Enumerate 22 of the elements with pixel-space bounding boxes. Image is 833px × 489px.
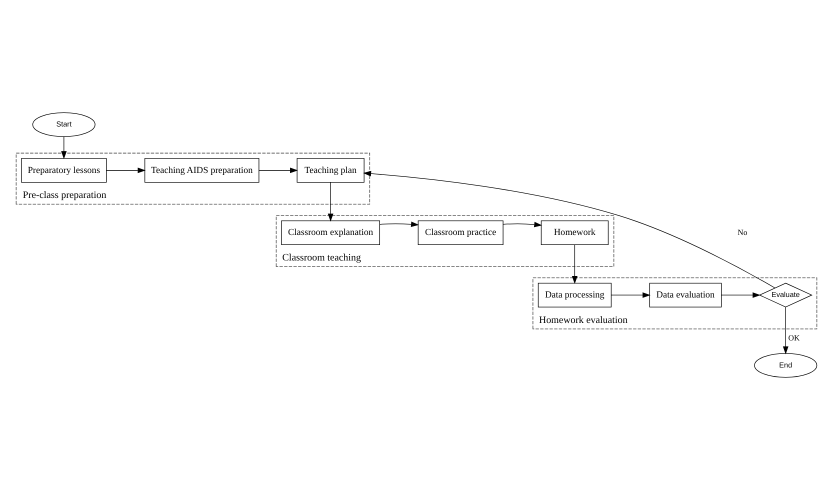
node-box: Preparatory lessons bbox=[21, 158, 107, 182]
node-box: Data processing bbox=[538, 282, 612, 307]
arrow bbox=[106, 167, 146, 173]
node-ellipse: Start bbox=[32, 112, 96, 136]
arrow bbox=[363, 170, 776, 288]
node-box: Teaching AIDS preparation bbox=[144, 158, 260, 182]
arrow bbox=[61, 136, 67, 159]
arrow bbox=[258, 167, 298, 173]
arrow bbox=[380, 221, 420, 227]
node-ellipse: End bbox=[754, 352, 818, 378]
node-box: Teaching plan bbox=[296, 158, 364, 182]
arrow bbox=[610, 292, 651, 298]
node-box: Homework bbox=[540, 220, 609, 244]
arrow bbox=[502, 221, 542, 227]
arrow bbox=[782, 306, 788, 354]
arrow bbox=[328, 182, 334, 222]
node-box: Data evaluation bbox=[649, 282, 722, 307]
node-box: Classroom practice bbox=[418, 220, 504, 244]
arrow bbox=[572, 244, 578, 284]
node-box: Classroom explanation bbox=[281, 220, 380, 244]
arrow bbox=[721, 292, 761, 298]
node-diamond: Evaluate bbox=[758, 282, 813, 307]
